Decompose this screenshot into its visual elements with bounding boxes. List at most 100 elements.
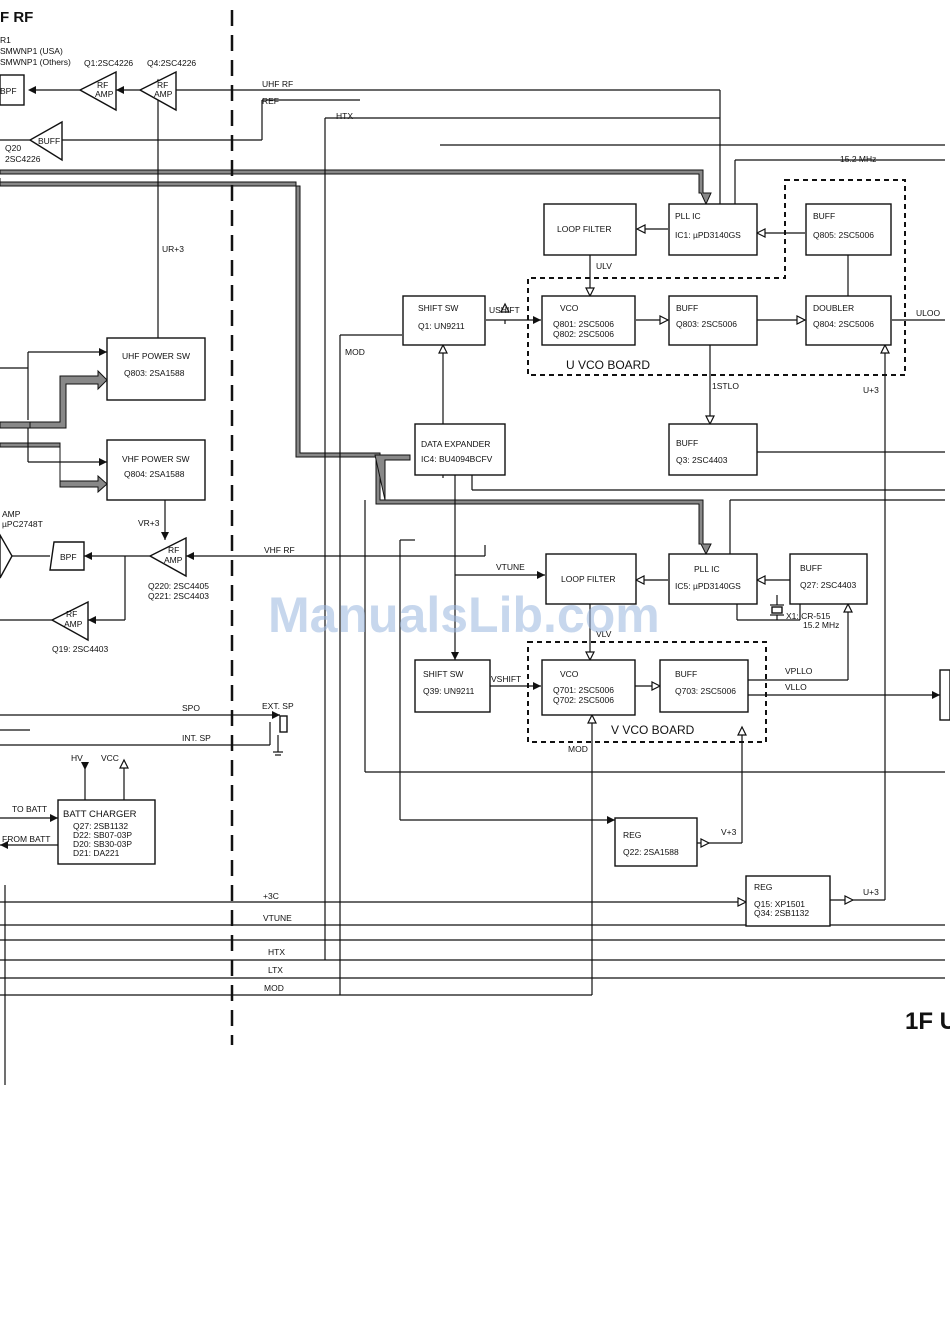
sig-vllo: VLLO [785, 682, 807, 692]
data-expander-l2: IC4: BU4094BCFV [421, 454, 493, 464]
reg-q22-l1: REG [623, 830, 641, 840]
sig-ur3: UR+3 [162, 244, 184, 254]
batt-charger-l1: BATT CHARGER [63, 809, 137, 820]
header-title: F RF [0, 9, 33, 26]
sig-uloo: ULOO [916, 308, 940, 318]
doubler-q804-l2: Q804: 2SC5006 [813, 319, 874, 329]
sig-vshift: VSHIFT [491, 674, 521, 684]
sig-ext-sp: EXT. SP [262, 701, 294, 711]
rf-amp-q1-part: Q1:2SC4226 [84, 58, 133, 68]
reg-q22-l2: Q22: 2SA1588 [623, 847, 679, 857]
buff-q3-l1: BUFF [676, 438, 698, 448]
sig-vhf-rf: VHF RF [264, 545, 295, 555]
sig-vcc: VCC [101, 753, 119, 763]
sig-ref: REF [262, 96, 279, 106]
shift-sw-q1-l2: Q1: UN9211 [418, 321, 465, 331]
sig-mod-mid: MOD [568, 744, 588, 754]
pll-ic1-l2: IC1: µPD3140GS [675, 230, 741, 240]
v-vco-board-label: V VCO BOARD [611, 723, 695, 737]
loop-filter-v-label: LOOP FILTER [561, 574, 615, 584]
rf-amp-q1-symbol [78, 70, 117, 112]
uhf-power-sw-l1: UHF POWER SW [122, 351, 190, 361]
buff-q20-symbol [28, 120, 63, 162]
sig-1stlo: 1STLO [712, 381, 739, 391]
rf-amp-q220-l1: RF [168, 545, 179, 555]
data-expander-l1: DATA EXPANDER [421, 439, 490, 449]
rf-amp-q4-part: Q4:2SC4226 [147, 58, 196, 68]
batt-charger-l2: Q27: 2SB1132 [73, 821, 128, 831]
rf-amp-q19-l2: AMP [64, 619, 83, 629]
buff-q3-l2: Q3: 2SC4403 [676, 455, 728, 465]
buff-q20-label: BUFF [38, 136, 60, 146]
sig-uhf-rf: UHF RF [262, 79, 293, 89]
sig-3c: +3C [263, 891, 279, 901]
pll-ic1-l1: PLL IC [675, 211, 701, 221]
buff-q805-l2: Q805: 2SC5006 [813, 230, 874, 240]
sig-to-batt: TO BATT [12, 804, 47, 814]
vco-v-l3: Q702: 2SC5006 [553, 695, 614, 705]
sig-htx-bot: HTX [268, 947, 285, 957]
rf-amp-q4-symbol [138, 70, 177, 112]
buff-q803-l2: Q803: 2SC5006 [676, 319, 737, 329]
rf-amp-q19-part: Q19: 2SC4403 [52, 644, 109, 654]
amplifiers [0, 70, 187, 642]
rf-amp-q1-l2: AMP [95, 89, 114, 99]
vco-v-l1: VCO [560, 669, 579, 679]
buff-q805-l1: BUFF [813, 211, 835, 221]
u-vco-board-label: U VCO BOARD [566, 358, 650, 372]
amp-left-l1: AMP [2, 509, 21, 519]
buff-q703-l1: BUFF [675, 669, 697, 679]
filter-others: SMWNP1 (Others) [0, 57, 71, 67]
vco-u-l3: Q802: 2SC5006 [553, 329, 614, 339]
sig-hv: HV [71, 753, 83, 763]
rf-amp-q220-symbol [148, 536, 187, 578]
sig-mod-top: MOD [345, 347, 365, 357]
batt-charger-l3: D22: SB07-03P [73, 830, 132, 840]
buff-q27-l1: BUFF [800, 563, 822, 573]
shift-sw-q39-l1: SHIFT SW [423, 669, 463, 679]
rf-amp-q220-p1: Q220: 2SC4405 [148, 581, 209, 591]
sig-ushift: USHIFT [489, 305, 520, 315]
loop-filter-u-label: LOOP FILTER [557, 224, 611, 234]
sig-htx-top: HTX [336, 111, 353, 121]
filter-usa: SMWNP1 (USA) [0, 46, 63, 56]
buff-q703-l2: Q703: 2SC5006 [675, 686, 736, 696]
sig-from-batt: FROM BATT [2, 834, 50, 844]
bpf-mid-label: BPF [60, 552, 77, 562]
pll-ic5-l1: PLL IC [694, 564, 720, 574]
reg-q15-l3: Q34: 2SB1132 [754, 908, 809, 918]
rf-amp-q220-l2: AMP [164, 555, 183, 565]
rf-amp-q4-l2: AMP [154, 89, 173, 99]
reg-q15-l2: Q15: XP1501 [754, 899, 805, 909]
buff-q20-p2: 2SC4226 [5, 154, 41, 164]
buff-q20-p1: Q20 [5, 143, 21, 153]
amp-left-l2: µPC2748T [2, 519, 43, 529]
sig-v3: V+3 [721, 827, 737, 837]
buff-q27-l2: Q27: 2SC4403 [800, 580, 857, 590]
header-r1: R1 [0, 35, 11, 45]
crystal-l1: X1: CR-515 [786, 611, 831, 621]
rf-amp-q1-l1: RF [97, 80, 108, 90]
vhf-power-sw-l1: VHF POWER SW [122, 454, 190, 464]
u-vco-board-outline [527, 179, 906, 376]
v-vco-board-outline [527, 641, 767, 743]
sig-ulv: ULV [596, 261, 612, 271]
reg-q15-l1: REG [754, 882, 772, 892]
sig-u3-top: U+3 [863, 385, 879, 395]
rf-amp-q4-l1: RF [157, 80, 168, 90]
vco-v-l2: Q701: 2SC5006 [553, 685, 614, 695]
vco-u-l2: Q801: 2SC5006 [553, 319, 614, 329]
amp-left-symbol [0, 533, 13, 579]
doubler-q804-l1: DOUBLER [813, 303, 854, 313]
bpf-top-label: BPF [0, 86, 17, 96]
sig-vr3: VR+3 [138, 518, 160, 528]
arrowheads [0, 78, 940, 907]
buff-q803-l1: BUFF [676, 303, 698, 313]
rf-amp-q19-symbol [50, 600, 89, 642]
sig-vtune-mid: VTUNE [496, 562, 525, 572]
rf-amp-q220-p2: Q221: 2SC4403 [148, 591, 209, 601]
crystal-symbol [770, 595, 784, 620]
sig-spo: SPO [182, 703, 200, 713]
blocks [0, 74, 892, 927]
